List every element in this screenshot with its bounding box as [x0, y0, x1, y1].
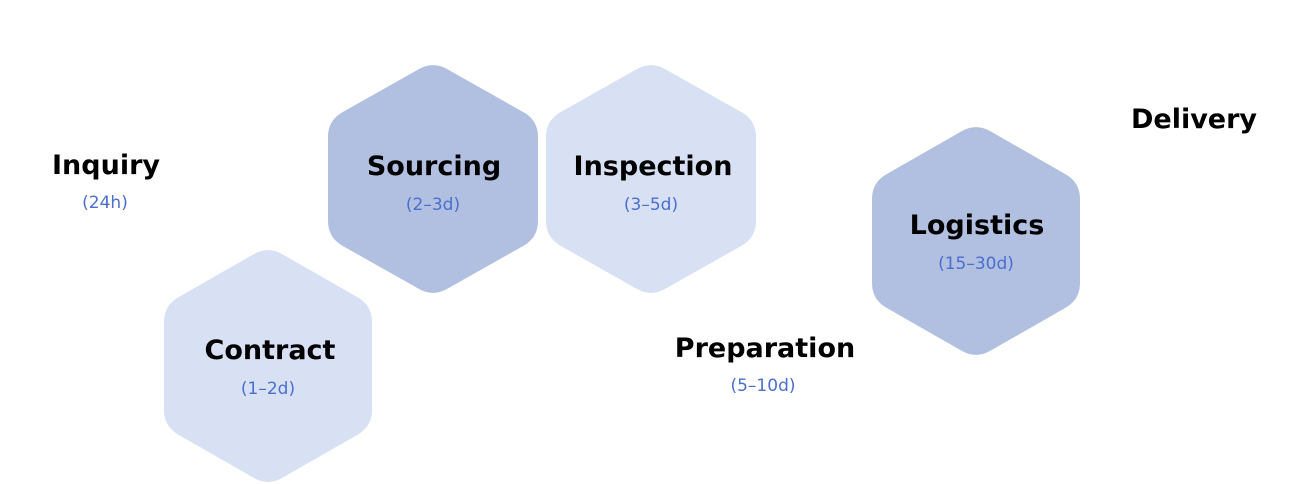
stage-preparation-duration: (5–10d) [730, 376, 795, 396]
stage-sourcing-duration: (2–3d) [406, 195, 460, 215]
stage-inspection: Inspection (3–5d) [546, 65, 756, 293]
stage-logistics-hexagon [872, 127, 1080, 355]
stage-inspection-hexagon [546, 65, 756, 293]
stage-preparation: Preparation (5–10d) [675, 333, 855, 396]
stage-logistics: Logistics (15–30d) [872, 127, 1080, 355]
stage-delivery: Delivery [1131, 104, 1257, 135]
stage-contract-duration: (1–2d) [241, 379, 295, 399]
stage-contract-name: Contract [205, 335, 336, 366]
stage-inquiry-name: Inquiry [52, 150, 160, 181]
stage-inquiry-duration: (24h) [82, 193, 128, 213]
stage-contract: Contract (1–2d) [164, 250, 372, 482]
stage-inquiry: Inquiry (24h) [52, 150, 160, 213]
stage-sourcing: Sourcing (2–3d) [328, 65, 538, 293]
stage-logistics-duration: (15–30d) [938, 254, 1014, 274]
stage-inspection-name: Inspection [574, 151, 733, 182]
stage-logistics-name: Logistics [910, 210, 1045, 241]
stage-inspection-duration: (3–5d) [624, 195, 678, 215]
stage-preparation-name: Preparation [675, 333, 855, 364]
stage-contract-hexagon [164, 250, 372, 482]
stage-sourcing-name: Sourcing [367, 151, 501, 182]
stage-delivery-name: Delivery [1131, 104, 1257, 135]
stage-sourcing-hexagon [328, 65, 538, 293]
